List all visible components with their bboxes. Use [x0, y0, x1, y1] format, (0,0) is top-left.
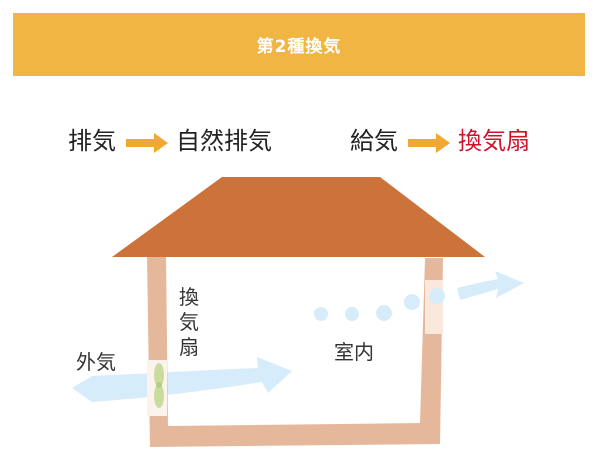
exhaust-method-label: 自然排気: [176, 127, 272, 155]
outside-air-flow-arrow: [72, 357, 292, 402]
header-banner: 第2種換気: [13, 13, 585, 76]
outside-air-label: 外気: [76, 350, 116, 374]
fan-icon: [154, 363, 164, 408]
fan-label-char-2: 気: [179, 310, 199, 334]
indoor-label: 室内: [334, 340, 374, 364]
fan-label: 換 気 扇: [178, 285, 200, 360]
fan-label-char-1: 換: [179, 285, 199, 309]
supply-arrow-icon: [408, 133, 450, 153]
house-walls: [147, 257, 443, 447]
exhaust-flow-arrow: [457, 271, 524, 300]
house-roof: [112, 177, 485, 257]
exhaust-label: 排気: [68, 127, 116, 155]
header-title: 第2種換気: [256, 37, 342, 57]
supply-label: 給気: [350, 127, 398, 155]
exhaust-arrow-icon: [126, 133, 168, 153]
supply-method-label: 換気扇: [458, 127, 530, 155]
indoor-air-dots: [314, 288, 445, 321]
fan-label-char-3: 扇: [179, 335, 199, 359]
exhaust-opening: [425, 280, 443, 334]
